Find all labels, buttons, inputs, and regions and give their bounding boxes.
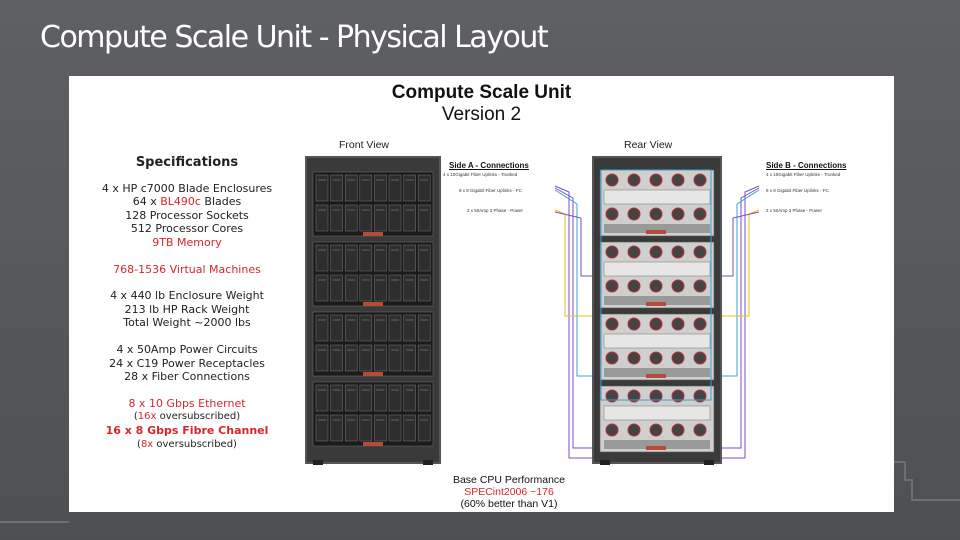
front-view-label: Front View [339,139,389,151]
side-b-item: 2 x 50Amp 3 Phase - Power [766,208,823,213]
spec-line: Total Weight ~2000 lbs [123,316,251,330]
spec-line: (8x oversubscribed) [137,438,237,450]
rear-rack [592,156,722,465]
spec-line: 768-1536 Virtual Machines [113,262,261,276]
side-a-item: 8 x 8 Gigabit Fiber Uplinks - FC [459,188,522,193]
side-b-item: 4 x 10Gigabit Fiber Uplinks - Trunked [766,172,841,177]
spec-line: (16x oversubscribed) [133,411,241,423]
spec-line: 28 x Fiber Connections [124,370,250,384]
diagram-version: Version 2 [441,104,522,125]
spec-line: 8 x 10 Gbps Ethernet [128,396,246,410]
specifications-heading: Specifications [135,155,239,170]
rear-rack-modules [594,158,720,462]
specifications-list: Specifications 4 x HP c7000 Blade Enclos… [83,156,291,451]
cpu-performance: Base CPU Performance SPECint2006 ~176 (6… [409,474,609,510]
diagram-title: Compute Scale Unit [391,82,572,103]
side-a-item: 2 x 50Amp 3 Phase - Power [467,208,524,213]
spec-line: 16 x 8 Gbps Fibre Channel [105,423,269,437]
front-rack [305,156,441,465]
spec-line: 4 x 50Amp Power Circuits [116,342,258,356]
side-a-item: 4 x 10Gigabit Fiber Uplinks - Trunked [443,172,518,177]
spec-line: 4 x 440 lb Enclosure Weight [110,289,264,303]
cable-connections [554,169,760,459]
performance-label: Base CPU Performance [452,474,566,486]
spec-line: 4 x HP c7000 Blade Enclosures [101,181,273,195]
spec-line: 512 Processor Cores [130,222,244,236]
side-b-title: Side B - Connections [766,161,847,170]
spec-line: 128 Processor Sockets [125,208,249,222]
spec-line: 9TB Memory [152,235,222,249]
diagram-panel: Compute Scale Unit Version 2 Specificati… [69,76,894,512]
side-a-title: Side A - Connections [449,161,529,170]
rear-view-label: Rear View [624,139,673,151]
slide-title: Compute Scale Unit - Physical Layout [40,20,549,55]
spec-line: 24 x C19 Power Receptacles [109,356,265,370]
performance-value: SPECint2006 ~176 [464,486,554,498]
side-b-item: 8 x 8 Gigabit Fiber Uplinks - FC [766,188,829,193]
front-rack-blades [307,158,439,462]
spec-line: 213 lb HP Rack Weight [124,302,250,316]
spec-line: 64 x BL490c Blades [132,195,242,209]
performance-note: (60% better than V1) [460,498,558,510]
